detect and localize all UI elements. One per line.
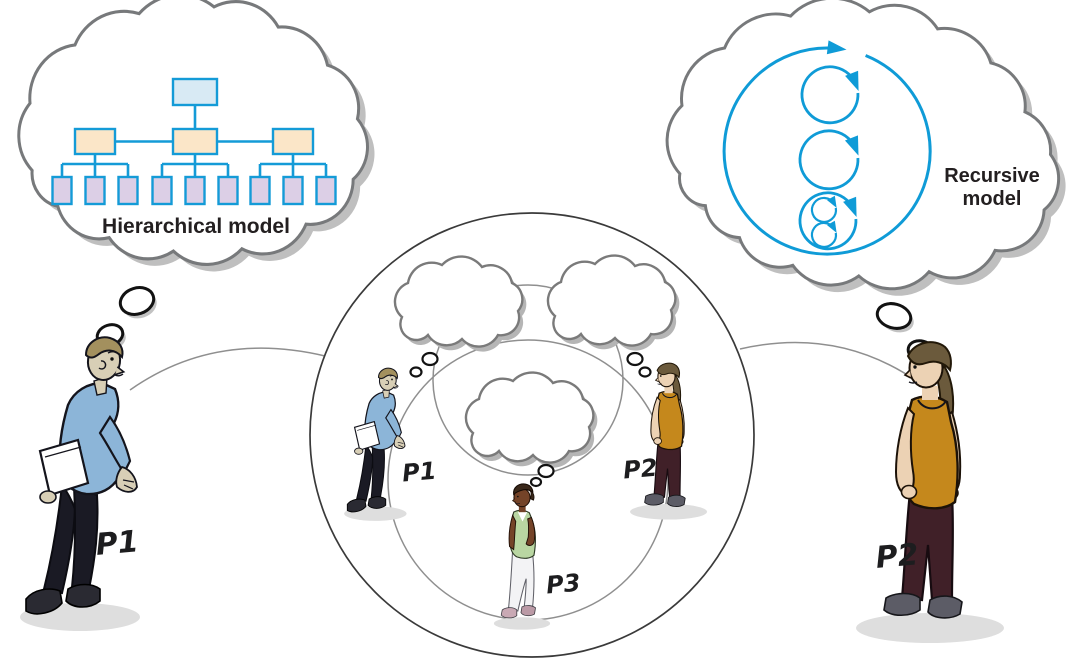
cloud-body: [464, 371, 595, 464]
person-outer-p2: [854, 340, 1006, 645]
thought-bubble: [537, 463, 555, 479]
group-empty-cloud-left: [393, 255, 527, 378]
person-inner-p3: [493, 483, 551, 631]
tree-bracket: [60, 154, 130, 177]
inner-loop-2: [798, 129, 860, 191]
tree-leaf-node: [249, 175, 271, 206]
thought-cloud-hierarchical: Hierarchical model: [17, 0, 375, 272]
tree-bracket: [258, 154, 328, 177]
tree-bracket: [160, 154, 230, 177]
person-inner-p1: [343, 367, 408, 522]
inner-loop-1: [800, 65, 860, 125]
tree-leaf-node: [84, 175, 106, 206]
recursive-model-label-line1: Recursive: [944, 165, 1040, 187]
label-inner-p2: P2: [622, 454, 659, 485]
recursive-loops-diagram: [722, 40, 932, 256]
thought-bubble: [875, 302, 913, 330]
thought-cloud-recursive: Recursive model: [665, 0, 1066, 296]
tree-mid-node: [271, 127, 315, 156]
group-boundary-circle: [309, 212, 755, 658]
thought-bubble: [638, 366, 652, 378]
tree-leaf-node: [117, 175, 139, 206]
nested-mini-loop-2: [810, 220, 838, 249]
outer-loop: [722, 40, 932, 256]
label-outer-p2: P2: [874, 537, 920, 576]
arc-group-to-p2: [739, 341, 922, 385]
thought-bubble: [626, 351, 644, 367]
tree-leaf-node: [184, 175, 206, 206]
hierarchical-model-label: Hierarchical model: [102, 215, 290, 238]
label-inner-p3: P3: [545, 569, 582, 600]
person-inner-p2: [629, 362, 708, 521]
thought-bubble: [409, 366, 423, 378]
shared-understanding-ring: [432, 284, 624, 476]
thought-bubble: [529, 476, 543, 488]
tree-mid-node: [171, 127, 219, 156]
tree-leaf-node: [217, 175, 239, 206]
thought-bubble: [421, 351, 439, 367]
person-outer-p1: [18, 336, 142, 633]
cloud-body: [393, 255, 524, 348]
tree-root-node: [171, 77, 219, 107]
label-outer-p1: P1: [94, 524, 140, 563]
thought-bubble: [118, 286, 156, 316]
tree-leaf-node: [315, 175, 337, 206]
tree-leaf-node: [282, 175, 304, 206]
tree-leaf-node: [51, 175, 73, 206]
tree-mid-node: [73, 127, 117, 156]
cloud-body: [546, 254, 677, 347]
label-inner-p1: P1: [401, 457, 438, 488]
arc-p1-to-group: [129, 347, 326, 391]
nested-mini-loop-1: [810, 195, 838, 224]
recursive-model-label-line2: model: [963, 188, 1022, 210]
tree-leaf-node: [151, 175, 173, 206]
inner-loop-3: [798, 191, 858, 251]
group-empty-cloud-center: [464, 371, 598, 488]
hierarchy-tree-diagram: [51, 77, 337, 206]
group-empty-cloud-right: [546, 254, 680, 378]
